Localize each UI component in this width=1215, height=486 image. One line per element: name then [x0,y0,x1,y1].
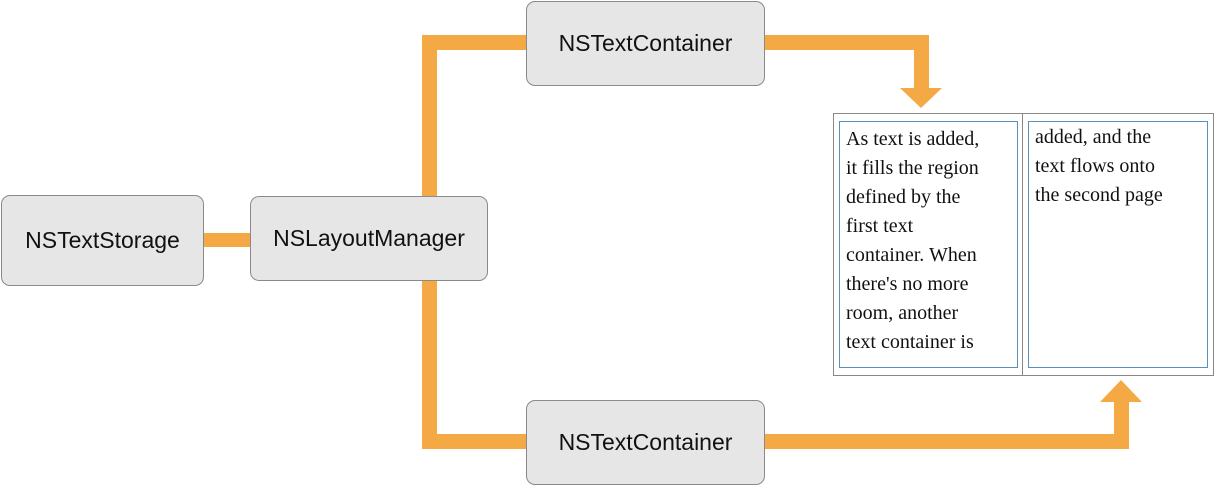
page-left-line: it fills the region [846,157,979,179]
layout-manager-label: NSLayoutManager [273,225,465,251]
page-right-line: the second page [1035,184,1163,206]
text-storage-label: NSTextStorage [25,227,180,253]
top-container-to-page-arrow [764,35,942,108]
layout-to-top-connector-horizontal [422,35,528,50]
page-left-line: first text [846,215,914,237]
text-container-bottom-node: NSTextContainer [526,400,765,485]
page-left-line: defined by the [846,186,961,208]
bottom-container-to-page-arrow [764,380,1142,449]
page-left-line: container. When [846,244,977,266]
layout-manager-node: NSLayoutManager [250,196,488,281]
page-left-line: room, another [846,302,959,324]
text-container-bottom-label: NSTextContainer [558,429,733,455]
page-right-line: added, and the [1035,126,1152,148]
page-left-line: there's no more [846,273,969,295]
page-right: added, and the text flows onto the secon… [1022,113,1214,376]
text-container-region-left: As text is added, it fills the region de… [839,121,1018,368]
text-storage-node: NSTextStorage [1,195,204,286]
page-left-line: text container is [846,331,974,353]
layout-to-top-connector-vertical [422,35,437,198]
text-container-top-node: NSTextContainer [526,1,765,86]
page-left: As text is added, it fills the region de… [833,113,1024,376]
text-container-region-right: added, and the text flows onto the secon… [1028,121,1208,368]
page-right-line: text flows onto [1035,155,1155,177]
layout-to-bottom-connector-horizontal [422,434,528,449]
layout-to-bottom-connector-vertical [422,280,437,449]
text-container-top-label: NSTextContainer [558,30,733,56]
page-left-line: As text is added, [846,128,980,150]
storage-to-layout-connector [202,233,252,247]
